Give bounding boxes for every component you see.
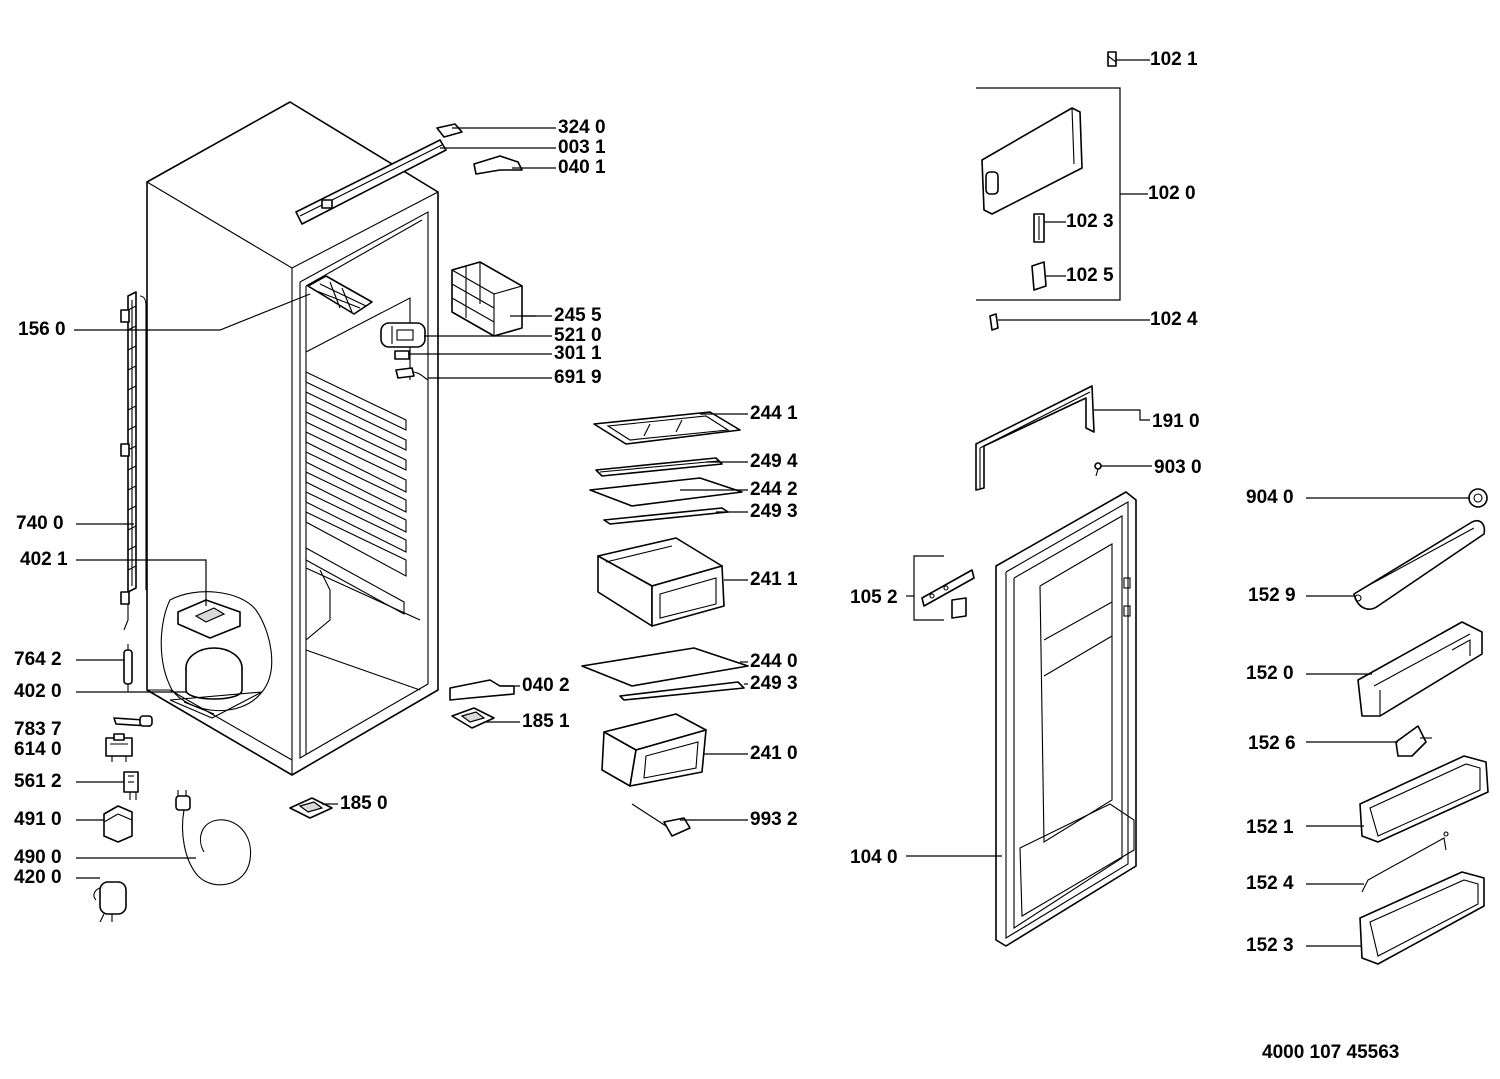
- crisper-drawer-241-1: [597, 537, 725, 627]
- door-handle-kit: [913, 555, 975, 621]
- part-label: 244 2: [750, 479, 798, 500]
- compressor-assembly: [160, 591, 273, 719]
- part-label: 491 0: [14, 809, 62, 830]
- capacitor-420-0: [93, 881, 127, 923]
- part-label: 904 0: [1246, 487, 1294, 508]
- shelf-trim-249-3b: [619, 681, 745, 701]
- bottle-guard-152-4: [1361, 831, 1449, 893]
- part-label: 152 9: [1248, 585, 1296, 606]
- part-label: 249 4: [750, 451, 798, 472]
- thermostat-housing: [380, 322, 429, 381]
- door-gasket: [975, 385, 1095, 491]
- door-bin-152-1: [1359, 755, 1489, 843]
- glass-shelf-244-2: [589, 477, 743, 507]
- part-label: 152 4: [1246, 873, 1294, 894]
- part-label: 420 0: [14, 867, 62, 888]
- part-label: 561 2: [14, 771, 62, 792]
- part-label: 993 2: [750, 809, 798, 830]
- part-label: 102 5: [1066, 265, 1114, 286]
- part-label: 185 0: [340, 793, 388, 814]
- foot-cover-185-1: [451, 707, 495, 729]
- part-label: 040 2: [522, 675, 570, 696]
- bottom-hinge-040-2: [449, 679, 515, 701]
- part-label: 402 0: [14, 681, 62, 702]
- fridge-door: [995, 491, 1137, 947]
- shelf-244-1: [593, 411, 741, 445]
- lamp-cable-993-2: [631, 803, 691, 837]
- part-label: 249 3: [750, 501, 798, 522]
- part-label: 402 1: [20, 549, 68, 570]
- shelf-trim-249-3a: [603, 507, 729, 525]
- dairy-compartment-152-9: [1353, 519, 1486, 610]
- condenser-coil: [120, 291, 147, 631]
- shelf-trim-249-4: [595, 457, 723, 477]
- screw-903-0: [1094, 462, 1102, 477]
- part-label: 003 1: [558, 137, 606, 158]
- cabinet-shelf-ribs: [305, 371, 407, 615]
- part-label: 040 1: [558, 157, 606, 178]
- overload-561-2: [123, 771, 139, 800]
- filter-drier: [123, 644, 133, 692]
- top-hinge-assembly: [295, 123, 523, 225]
- part-label: 245 5: [554, 305, 602, 326]
- foot-cover-185-0: [289, 797, 333, 819]
- part-label: 156 0: [18, 319, 66, 340]
- part-label: 740 0: [16, 513, 64, 534]
- part-label: 152 1: [1246, 817, 1294, 838]
- glass-shelf-244-0: [581, 647, 749, 687]
- part-label: 104 0: [850, 847, 898, 868]
- part-label: 191 0: [1152, 411, 1200, 432]
- leader-lines: [74, 59, 1470, 947]
- part-label: 105 2: [850, 587, 898, 608]
- part-label: 691 9: [554, 367, 602, 388]
- part-label: 185 1: [522, 711, 570, 732]
- freezer-flap-assembly: [976, 51, 1121, 331]
- freezer-wire-basket: [451, 261, 523, 337]
- part-label: 152 3: [1246, 935, 1294, 956]
- door-bin-152-0: [1357, 621, 1483, 717]
- part-label: 490 0: [14, 847, 62, 868]
- part-label: 783 7: [14, 719, 62, 740]
- part-label: 614 0: [14, 739, 62, 760]
- part-label: 152 0: [1246, 663, 1294, 684]
- part-label: 102 4: [1150, 309, 1198, 330]
- part-label: 249 3: [750, 673, 798, 694]
- part-label: 152 6: [1248, 733, 1296, 754]
- part-label: 244 0: [750, 651, 798, 672]
- part-label: 241 1: [750, 569, 798, 590]
- ice-tray: [307, 275, 373, 315]
- part-label: 521 0: [554, 325, 602, 346]
- relay-614-0: [105, 733, 133, 762]
- door-bin-152-3: [1359, 871, 1485, 965]
- part-label: 764 2: [14, 649, 62, 670]
- part-label: 324 0: [558, 117, 606, 138]
- part-label: 301 1: [554, 343, 602, 364]
- bumper-904-0: [1468, 488, 1488, 508]
- part-label: 102 1: [1150, 49, 1198, 70]
- crisper-drawer-241-0: [601, 713, 707, 787]
- part-label: 102 0: [1148, 183, 1196, 204]
- capillary-tube-783-7: [113, 715, 153, 727]
- bin-divider-152-6: [1395, 725, 1432, 757]
- part-label: 102 3: [1066, 211, 1114, 232]
- power-cord-490-0: [175, 790, 252, 886]
- terminal-cover-491-0: [103, 805, 133, 843]
- document-number: 4000 107 45563: [1262, 1042, 1400, 1063]
- part-label: 241 0: [750, 743, 798, 764]
- part-label: 244 1: [750, 403, 798, 424]
- part-label: 903 0: [1154, 457, 1202, 478]
